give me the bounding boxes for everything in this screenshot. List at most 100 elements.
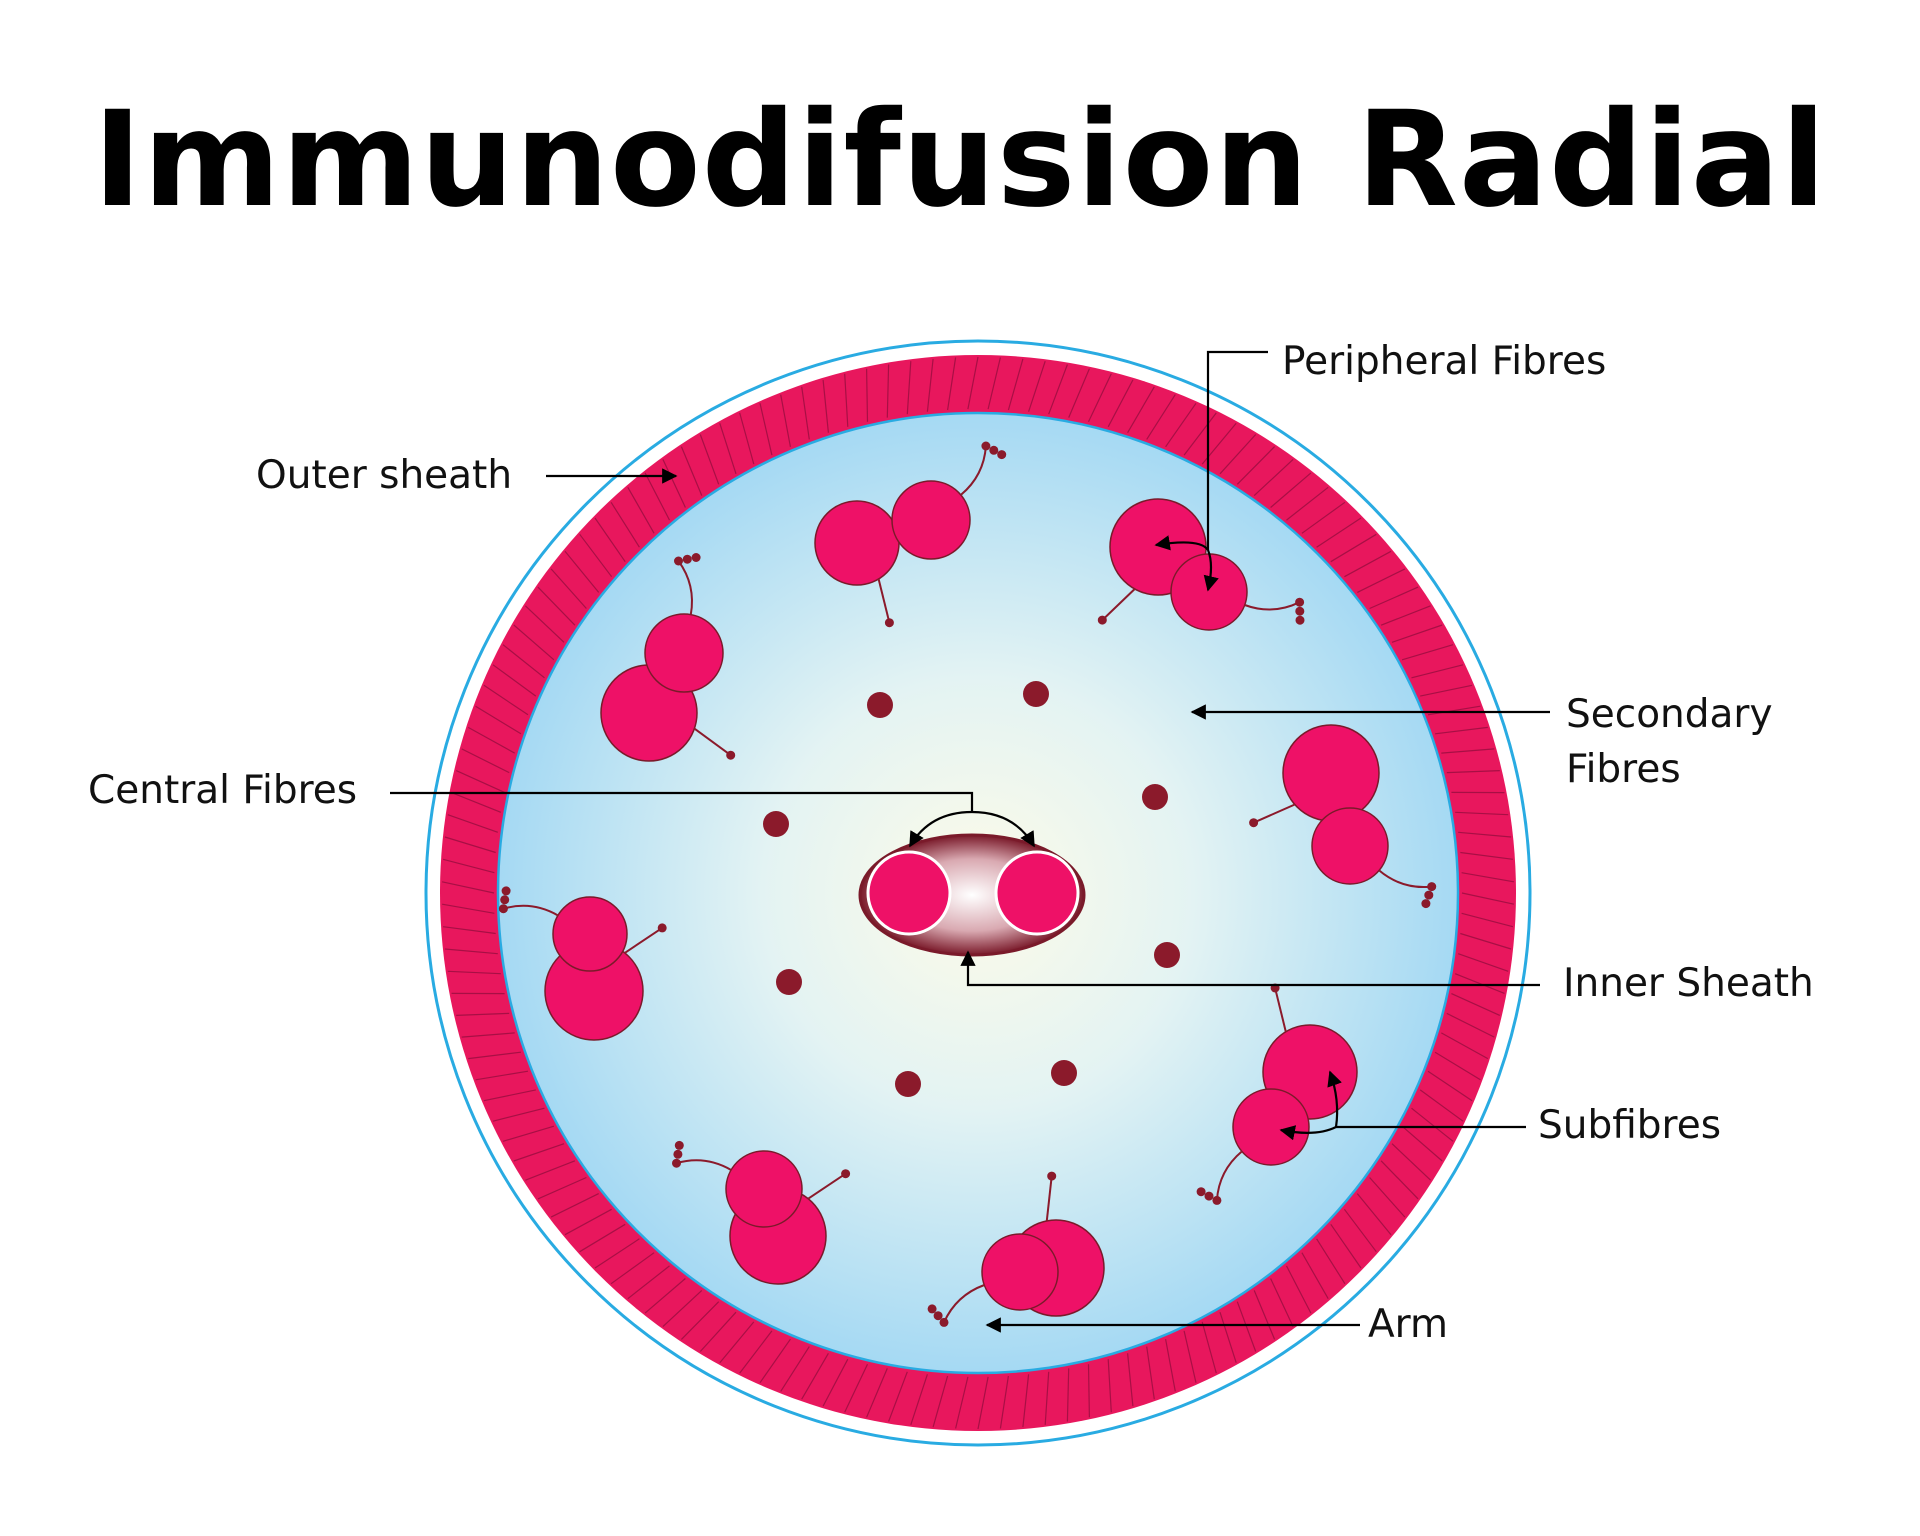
scallop-mark (537, 1176, 587, 1200)
arm (503, 904, 559, 917)
scallop-mark (932, 1375, 949, 1428)
scallop-mark (644, 472, 671, 521)
scallop-mark (801, 386, 810, 440)
scallop-mark (1068, 368, 1090, 418)
scallop-mark (739, 1330, 773, 1374)
leader-subfibres-arrow-b (1327, 1070, 1342, 1128)
scallop-mark (1270, 1278, 1294, 1327)
arm (676, 1159, 732, 1171)
scallop-mark (502, 1125, 555, 1142)
scallop-mark (955, 1376, 969, 1429)
scallop-mark (719, 423, 737, 474)
scallop-mark (483, 684, 529, 716)
fibre-b (891, 480, 971, 560)
scallop-mark (1461, 872, 1515, 883)
scallop-mark (1458, 831, 1512, 838)
label-subfibres: Subfibres (1538, 1103, 1721, 1148)
fibre-b (1232, 1088, 1310, 1166)
scallop-mark (1357, 568, 1406, 593)
arm (877, 578, 891, 623)
dot (1051, 1060, 1077, 1086)
scallop-mark (550, 1193, 599, 1218)
scallop-mark (1183, 1330, 1197, 1383)
scallop-mark (1201, 1321, 1217, 1374)
scallop-mark (483, 1089, 536, 1102)
scallop-mark (999, 1375, 1009, 1429)
scallop-mark (1127, 386, 1155, 434)
scallop-mark (443, 926, 496, 935)
arm (1274, 987, 1287, 1032)
arm-dot (939, 1317, 949, 1327)
scallop-mark (926, 358, 934, 412)
arm-dot (1295, 597, 1305, 607)
fibre-b (725, 1150, 803, 1228)
label-arm: Arm (1368, 1302, 1448, 1347)
arm (677, 560, 693, 615)
scallop-mark (610, 501, 640, 548)
arm-dot (1212, 1195, 1222, 1205)
fibre-b (981, 1233, 1059, 1311)
scallop-mark (537, 586, 576, 626)
arm-dot (500, 895, 510, 905)
arm (1215, 1150, 1243, 1201)
scallop-mark (444, 948, 498, 955)
scallop-mark (1127, 1353, 1134, 1407)
scallop-mark (1446, 770, 1500, 774)
fibre-pair (1196, 983, 1358, 1205)
scallop-mark (662, 1289, 703, 1328)
scallop-mark (1411, 664, 1464, 679)
arm-dot (1249, 818, 1259, 828)
scallop-mark (1427, 1070, 1473, 1102)
scallop-mark (1454, 973, 1505, 994)
scallop-mark (441, 881, 495, 894)
scallop-mark (1087, 373, 1112, 423)
scallop-mark (680, 1301, 720, 1340)
scallop-mark (1411, 1107, 1454, 1142)
leader-subfibres-arrow-a (1279, 1125, 1337, 1141)
scallop-mark (780, 394, 791, 447)
scallop-mark (866, 1368, 888, 1418)
scallop-mark (967, 356, 979, 410)
scallop-mark (1330, 533, 1377, 563)
fibre-pair (814, 441, 1007, 628)
scallop-mark (1435, 726, 1488, 735)
scallop-mark (680, 446, 703, 496)
arm-dot (726, 750, 736, 760)
scallop-mark (1107, 1359, 1112, 1413)
dot (1154, 942, 1180, 968)
scallop-mark (1022, 1374, 1030, 1428)
arm-dot (927, 1304, 937, 1314)
scallop-mark (1066, 1368, 1070, 1422)
scallop-mark (594, 1238, 640, 1269)
arm-dot (1295, 615, 1305, 625)
fibre-pair (600, 553, 736, 762)
scallop-mark (977, 1376, 989, 1430)
scallop-mark (524, 605, 565, 643)
scallop-mark (1401, 644, 1454, 661)
scallop-mark (525, 1160, 576, 1181)
leader-peripheral-arrow-b (1203, 549, 1219, 592)
scallop-mark (844, 373, 849, 427)
scallop-mark (1434, 1051, 1481, 1081)
scallop-mark (759, 403, 773, 456)
scallop-mark (1441, 748, 1495, 754)
scallop-mark (513, 1143, 565, 1162)
scallop-mark (987, 357, 1001, 410)
arm-dot (1097, 615, 1107, 625)
scallop-mark (475, 705, 522, 735)
scallop-mark (644, 1278, 686, 1314)
dot (776, 969, 802, 995)
scallop-mark (1446, 1012, 1495, 1038)
scallop-mark (468, 1051, 521, 1060)
arm-dot (1424, 890, 1434, 900)
scallop-mark (1219, 434, 1257, 475)
scallop-mark (564, 550, 600, 593)
scallop-mark (1369, 1177, 1406, 1218)
scallop-mark (1461, 912, 1514, 928)
scallop-mark (467, 726, 515, 754)
dot (1023, 681, 1049, 707)
dot (867, 692, 893, 718)
arm-dot (674, 1140, 684, 1150)
fibre-pair (498, 886, 667, 1041)
